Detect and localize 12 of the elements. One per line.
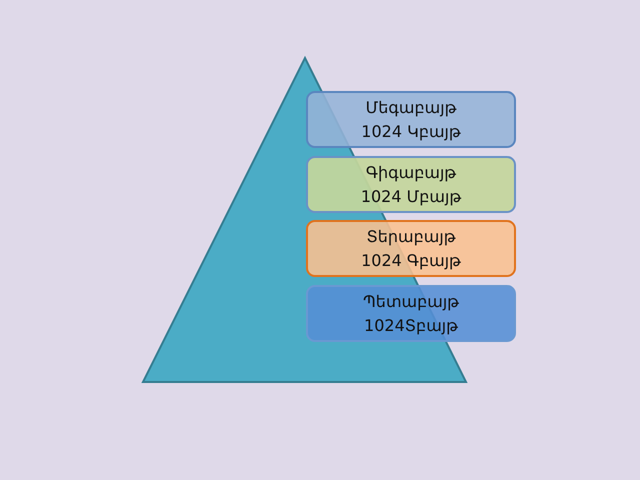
unit-name: Գիգաբայթ	[366, 162, 456, 184]
level-box	[306, 220, 516, 277]
unit-size: 1024 Մբայթ	[360, 186, 462, 208]
level-box	[306, 285, 516, 342]
level-box	[306, 156, 516, 213]
unit-name: Տերաբայթ	[366, 226, 456, 248]
unit-name: Պետաբայթ	[363, 290, 459, 312]
unit-size: 1024 Կբայթ	[361, 120, 461, 142]
unit-name: Մեգաբայթ	[366, 96, 456, 118]
unit-size: 1024 Գբայթ	[361, 250, 461, 272]
level-box	[306, 91, 516, 148]
unit-size: 1024Տբայթ	[364, 314, 458, 336]
